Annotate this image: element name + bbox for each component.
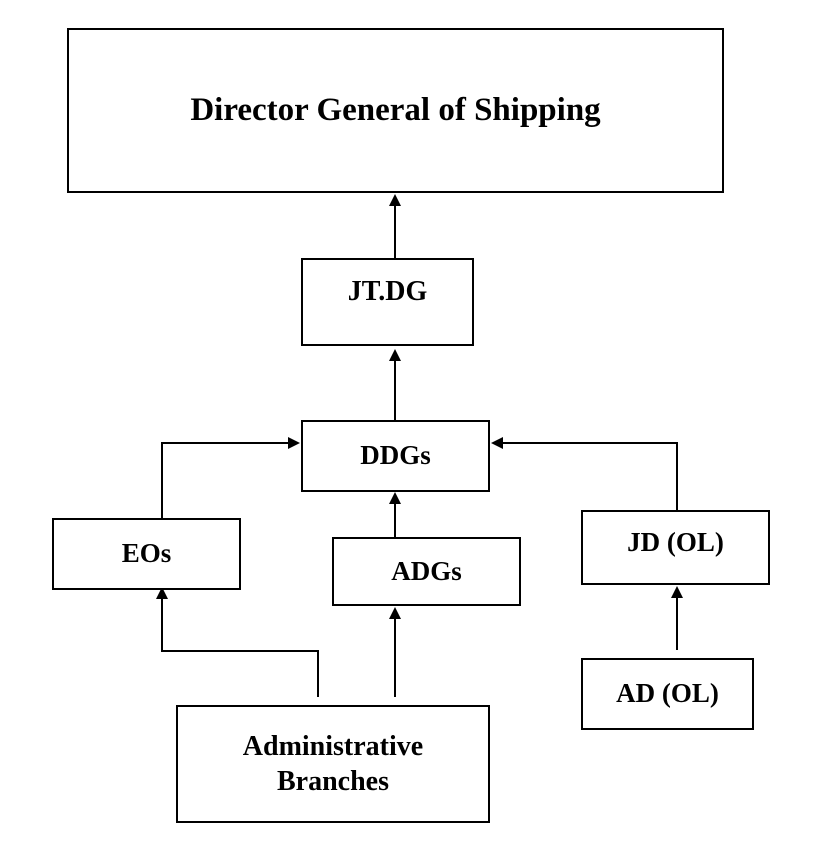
node-eos: EOs [52,518,241,590]
node-ad-ol-label: AD (OL) [616,678,719,709]
node-jd-ol: JD (OL) [581,510,770,585]
node-administrative-branches-label: Administrative Branches [242,731,424,797]
node-ddgs: DDGs [301,420,490,492]
node-director-general: Director General of Shipping [67,28,724,193]
node-adgs-label: ADGs [391,555,462,586]
node-ddgs-label: DDGs [360,440,431,471]
node-adgs: ADGs [332,537,521,606]
node-ad-ol: AD (OL) [581,658,754,730]
node-jt-dg-label: JT.DG [347,276,428,307]
node-jt-dg: JT.DG [301,258,474,346]
edge-jdol-to-ddgs [491,437,678,510]
node-director-general-label: Director General of Shipping [190,91,601,128]
node-jd-ol-label: JD (OL) [627,527,724,557]
edge-admin-to-eos [156,587,319,697]
node-eos-label: EOs [121,538,172,569]
node-administrative-branches: Administrative Branches [176,705,490,823]
edge-eos-to-ddgs [161,437,300,518]
